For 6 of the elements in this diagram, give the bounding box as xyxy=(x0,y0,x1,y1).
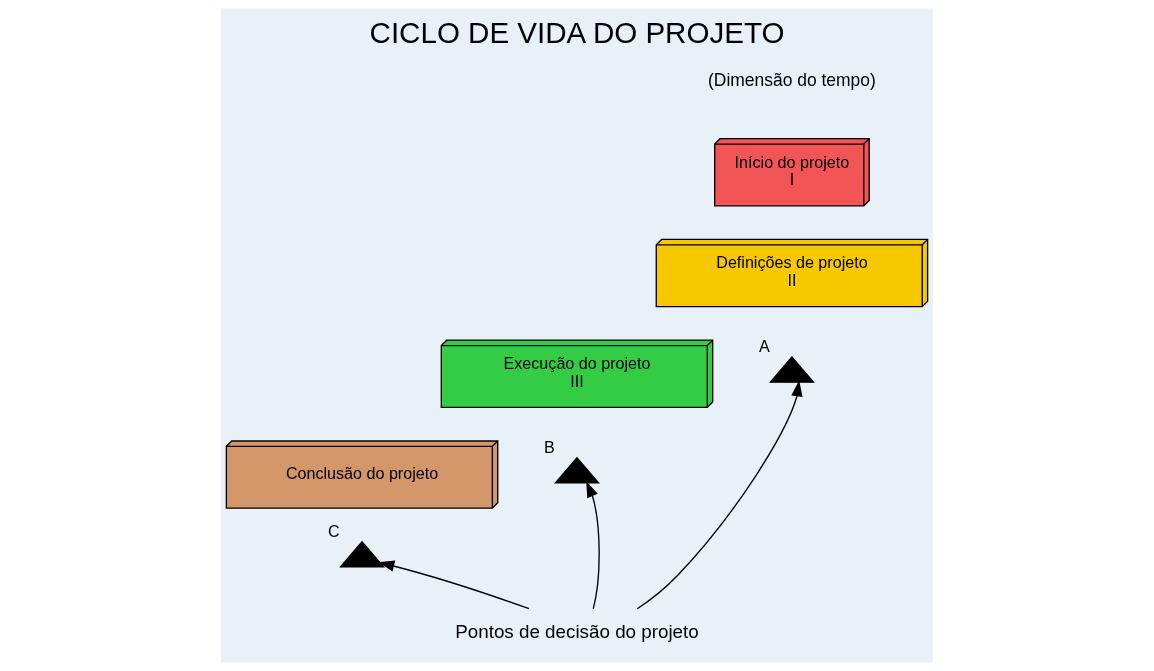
label: (Dimensão do tempo) xyxy=(708,69,876,90)
node-label: A xyxy=(759,337,770,356)
node-text: Pontos de decisão do projeto xyxy=(455,621,699,643)
node-label: B xyxy=(544,438,555,457)
diagram-title: CICLO DE VIDA DO PROJETO xyxy=(369,15,785,49)
node-label: C xyxy=(328,522,340,541)
